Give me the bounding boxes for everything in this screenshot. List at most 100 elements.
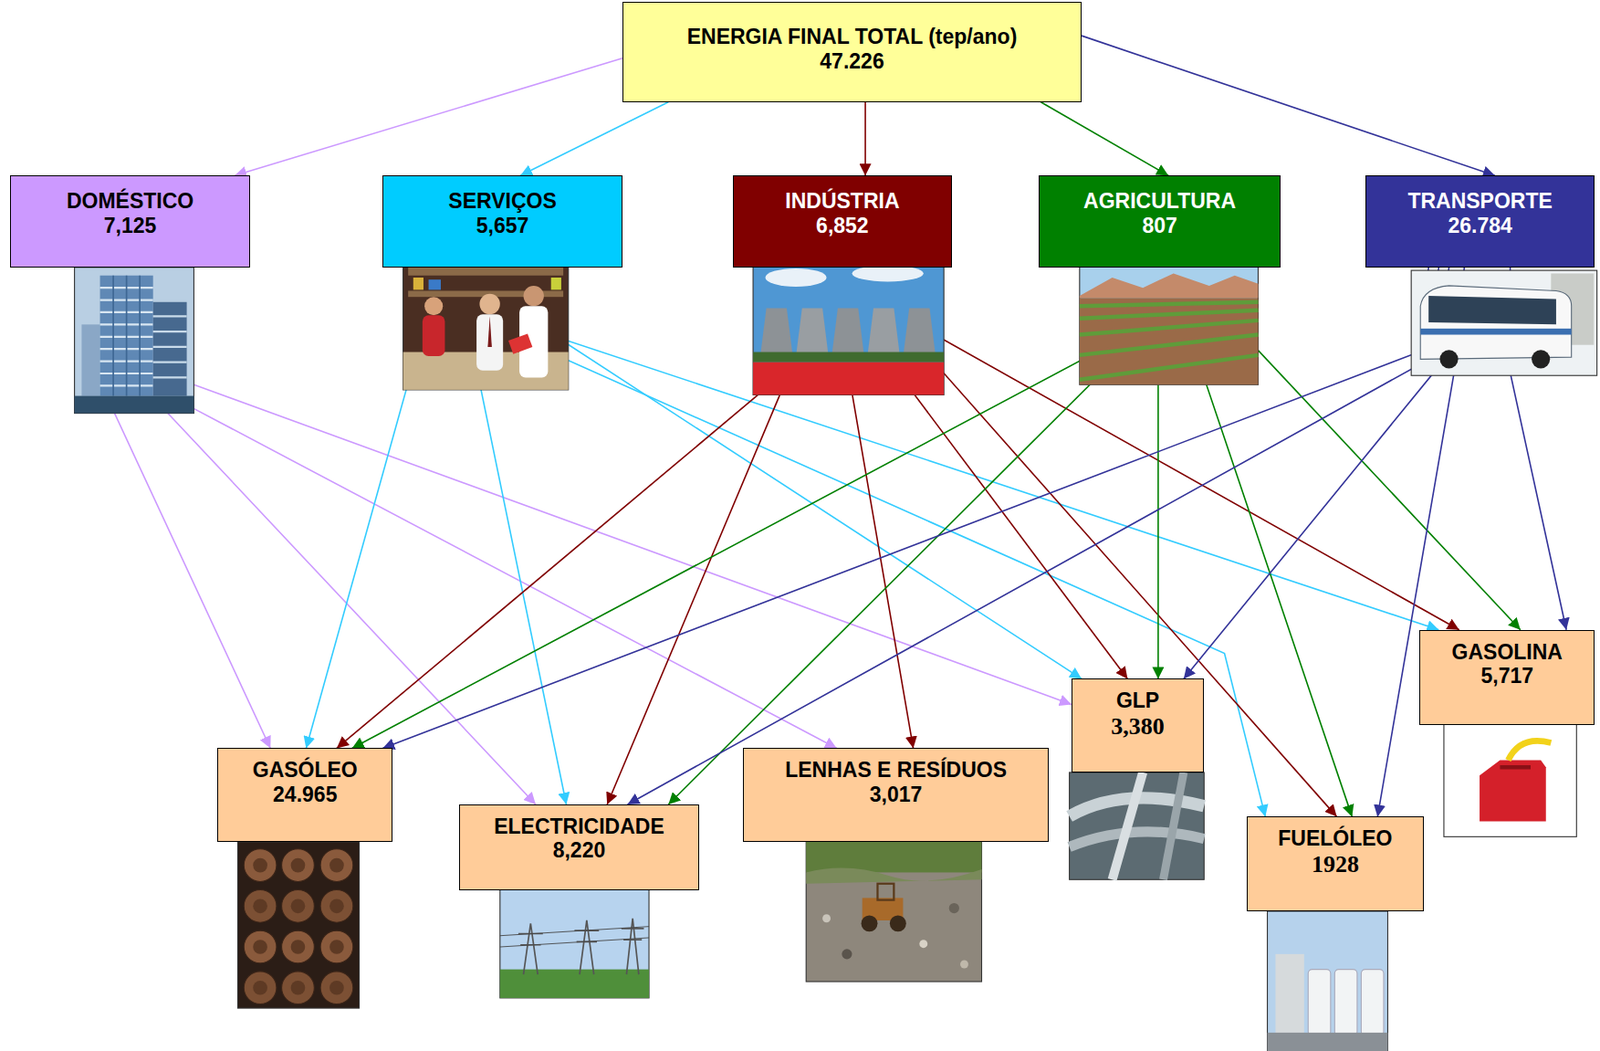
flow-arrow <box>1081 35 1496 176</box>
power-plant-photo-part <box>760 307 794 357</box>
barrels-photo-part <box>291 898 306 913</box>
flow-arrow <box>606 267 806 805</box>
power-plant-photo-part <box>764 268 827 287</box>
fuel-box: GASÓLEO24.965 <box>217 747 393 842</box>
pipes-photo-part <box>1163 772 1184 879</box>
power-plant-photo-part <box>902 307 936 357</box>
apartment-photo-part <box>74 396 195 414</box>
barrels-photo-part <box>252 980 268 995</box>
node-value: 3,380 <box>1110 712 1165 741</box>
shop-photo-part <box>428 279 441 290</box>
landfill-photo-part <box>919 939 928 948</box>
power-lines-photo-part <box>500 926 649 947</box>
fuel-box: FUELÓLEO1928 <box>1246 815 1423 911</box>
barrels-photo-part <box>291 980 306 995</box>
barrels-photo-part <box>243 888 277 922</box>
landfill-photo-part <box>805 867 982 884</box>
barrels-photo-part <box>282 888 315 922</box>
power-plant-photo-part <box>752 260 944 396</box>
pipes-photo-part <box>1069 831 1205 848</box>
landfill-photo-part <box>889 914 907 931</box>
barrels-photo-part <box>329 857 345 873</box>
apartment-photo <box>74 267 195 414</box>
power-plant-photo-part <box>867 307 900 357</box>
node-value: 26.784 <box>1447 213 1512 238</box>
landfill-photo-part <box>861 914 879 931</box>
bus-photo-part <box>1411 270 1597 376</box>
fuel-silos-photo-part <box>1267 910 1389 1051</box>
barrels-photo-part <box>243 971 277 1004</box>
apartment-photo-part <box>74 267 195 414</box>
bus-photo-part <box>1420 328 1571 335</box>
bus-photo-part <box>1420 285 1571 359</box>
fuel-box: ELECTRICIDADE8,220 <box>459 804 700 890</box>
landfill-photo-part <box>960 960 969 969</box>
farm-field-photo-part <box>1079 272 1259 298</box>
node-heading: TRANSPORTE <box>1407 188 1552 213</box>
sector-box: SERVIÇOS5,657 <box>382 175 623 268</box>
sector-box: TRANSPORTE26.784 <box>1365 175 1596 268</box>
barrels-photo-part <box>243 930 277 963</box>
node-value: 1928 <box>1311 850 1360 879</box>
node-heading: LENHAS E RESÍDUOS <box>784 757 1007 782</box>
node-value: 47.226 <box>819 49 884 74</box>
barrels-photo-part <box>320 971 354 1004</box>
apartment-photo-part <box>100 275 154 397</box>
farm-field-photo-part <box>1079 260 1259 385</box>
flow-arrow <box>520 102 669 176</box>
barrels-photo-part <box>291 857 306 873</box>
shop-photo-part <box>479 293 500 314</box>
apartment-photo-part <box>153 302 188 397</box>
power-plant-photo <box>752 260 944 396</box>
fuel-box: LENHAS E RESÍDUOS3,017 <box>742 747 1049 842</box>
node-heading: AGRICULTURA <box>1083 188 1236 213</box>
barrels-photo-part <box>252 939 268 954</box>
landfill-photo-part <box>822 913 831 922</box>
node-value: 5,717 <box>1480 663 1534 688</box>
flow-arrow <box>153 267 536 805</box>
barrels-photo-part <box>320 888 354 922</box>
farm-field-photo-part <box>1079 302 1259 380</box>
bus-photo-part <box>1439 349 1458 368</box>
shop-photo-part <box>476 313 503 370</box>
node-value: 24.965 <box>272 782 337 806</box>
fuel-silos-photo-part <box>1334 969 1358 1036</box>
fuel-can-photo-part <box>1479 760 1547 822</box>
shop-photo <box>403 260 569 390</box>
apartment-photo-part <box>113 275 140 397</box>
power-plant-photo-part <box>831 307 865 357</box>
node-heading: INDÚSTRIA <box>784 188 900 213</box>
landfill-photo-part <box>805 841 982 982</box>
power-lines-photo-part <box>500 888 649 997</box>
pipes-photo-part <box>1069 772 1205 879</box>
node-heading: GASÓLEO <box>252 757 358 782</box>
landfill-photo-part <box>841 948 852 959</box>
shop-photo-part <box>403 260 569 390</box>
node-value: 807 <box>1141 213 1177 238</box>
flow-arrow <box>1040 102 1169 176</box>
shop-photo-part <box>523 285 544 306</box>
power-lines-photo <box>500 888 649 997</box>
barrels-photo-part <box>282 971 315 1004</box>
node-heading: GASOLINA <box>1452 639 1563 664</box>
node-heading: GLP <box>1116 688 1160 712</box>
farm-field-photo <box>1079 260 1259 385</box>
node-value: 3,017 <box>869 782 923 806</box>
flow-arrow <box>923 267 1338 816</box>
node-value: 6,852 <box>815 213 869 238</box>
pipes-photo <box>1069 772 1205 879</box>
power-lines-photo-part <box>518 922 544 974</box>
fuel-silos-photo-part <box>1307 969 1331 1036</box>
fuel-silos-photo-part <box>1267 1032 1389 1051</box>
node-heading: DOMÉSTICO <box>66 188 194 213</box>
total-energy-box: ENERGIA FINAL TOTAL (tep/ano)47.226 <box>622 1 1082 103</box>
barrels-photo-part <box>320 930 354 963</box>
power-plant-photo-part <box>752 352 944 363</box>
apartment-photo-part <box>153 315 188 377</box>
power-plant-photo-part <box>795 307 829 357</box>
flow-arrow <box>555 267 1439 630</box>
pipes-photo-part <box>1112 772 1144 879</box>
barrels-photo-part <box>237 841 359 1008</box>
fuel-silos-photo-part <box>1275 953 1304 1036</box>
